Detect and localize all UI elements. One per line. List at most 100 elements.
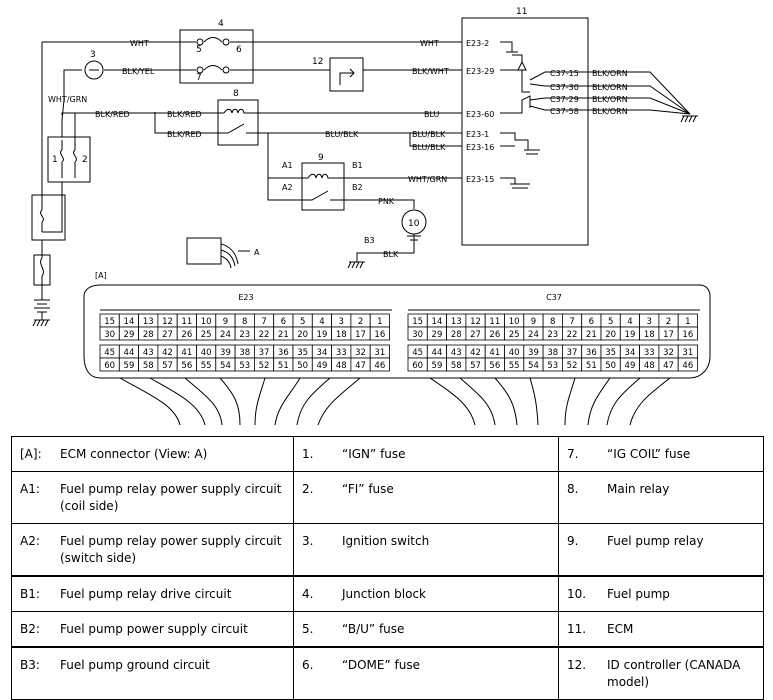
legend-value: Fuel pump relay drive circuit (60, 587, 232, 601)
component-11-label: 11 (516, 7, 527, 17)
view-a-label: A (254, 248, 260, 257)
ecm-connector-shell (83, 284, 711, 379)
fuel-pump-relay-coil (302, 173, 344, 179)
legend-cell: 6.“DOME” fuse (293, 646, 559, 700)
pin-number: 36 (586, 348, 597, 358)
pin-number: 52 (567, 361, 578, 371)
pin-number: 49 (625, 361, 636, 371)
pin-number: 25 (201, 330, 212, 340)
pin-number: 22 (567, 330, 578, 340)
terminal-c37-30: C37-30 (550, 83, 579, 92)
legend-value: ECM connector (View: A) (60, 447, 208, 461)
pin-number: 12 (470, 317, 481, 327)
harness-wires (119, 377, 671, 426)
pin-number: 4 (319, 317, 324, 327)
pin-number: 23 (547, 330, 558, 340)
wire-label-blk-red-1: BLK/RED (95, 110, 130, 119)
pin-number: 27 (470, 330, 481, 340)
pin-number: 56 (489, 361, 500, 371)
pin-number: 14 (432, 317, 443, 327)
battery-symbol (34, 299, 50, 313)
component-8-label: 8 (233, 89, 239, 99)
component-7-label: 7 (196, 73, 202, 83)
wire-label-blk-red-2: BLK/RED (167, 110, 202, 119)
wire-pnk (344, 199, 415, 209)
pin-number: 13 (143, 317, 154, 327)
component-1-label: 1 (52, 155, 58, 165)
pin-number: 1 (685, 317, 690, 327)
wire-label-blk-orn-1: BLK/ORN (592, 69, 628, 78)
pin-number: 10 (509, 317, 520, 327)
pin-number: 6 (589, 317, 594, 327)
legend-value: Fuel pump power supply circuit (60, 622, 248, 636)
pin-number: 33 (336, 348, 347, 358)
pin-number: 13 (451, 317, 462, 327)
pin-number: 28 (451, 330, 462, 340)
pin-cell (677, 326, 698, 341)
pin-number: 48 (644, 361, 655, 371)
legend-value: “IGN” fuse (342, 447, 406, 461)
pin-number: 19 (625, 330, 636, 340)
wire-label-blk-red-3: BLK/RED (167, 130, 202, 139)
terminal-e23-15: E23-15 (466, 175, 494, 184)
pin-number: 3 (647, 317, 652, 327)
wire-label-blk-wht: BLK/WHT (412, 67, 449, 76)
pin-number: 21 (278, 330, 289, 340)
pin-number: 55 (509, 361, 520, 371)
legend-key: 9. (567, 534, 579, 548)
pin-number: 45 (104, 348, 115, 358)
pin-number: 46 (682, 361, 693, 371)
wire-label-blu: BLU (424, 110, 440, 119)
terminal-c37-15: C37-15 (550, 69, 579, 78)
legend-key: 10. (567, 587, 587, 601)
wire-label-wht-grn-right: WHT/GRN (408, 175, 447, 184)
pin-number: 59 (432, 361, 443, 371)
component-4-label: 4 (218, 19, 224, 29)
pin-number: 9 (531, 317, 536, 327)
pin-cell (677, 357, 698, 372)
component-2-label: 2 (82, 155, 88, 165)
pin-number: 60 (104, 361, 115, 371)
pin-number: 29 (432, 330, 443, 340)
pin-number: 39 (528, 348, 539, 358)
pin-number: 34 (625, 348, 636, 358)
pin-number: 12 (162, 317, 173, 327)
pin-number: 8 (550, 317, 555, 327)
pin-number: 51 (586, 361, 597, 371)
legend-cell: B2:Fuel pump power supply circuit (11, 611, 294, 648)
pin-number: 40 (201, 348, 212, 358)
ground-symbol-ecm (680, 115, 698, 123)
ecm-box (461, 17, 589, 246)
legend-row: A1:Fuel pump relay power supply circuit … (11, 471, 764, 524)
pin-number: 43 (143, 348, 154, 358)
pin-number: 55 (201, 361, 212, 371)
wire-label-blu-blk-1: BLU/BLK (325, 130, 359, 139)
pin-number: 49 (317, 361, 328, 371)
pin-number: 5 (300, 317, 305, 327)
legend-cell: 11.ECM (558, 611, 764, 648)
legend-cell: 10. Fuel pump (558, 575, 764, 612)
pin-number: 58 (143, 361, 154, 371)
legend-value: Fuel pump (607, 587, 670, 601)
legend-value: Main relay (607, 482, 670, 496)
legend-value: Junction block (342, 587, 426, 601)
fuse-box-ign-fi (47, 136, 91, 183)
terminal-e23-16: E23-16 (466, 143, 494, 152)
pin-number: 14 (124, 317, 135, 327)
pin-number: 1 (377, 317, 382, 327)
pin-number: 58 (451, 361, 462, 371)
pin-number: 21 (586, 330, 597, 340)
wire-label-blk: BLK (383, 250, 399, 259)
point-a2: A2 (282, 183, 293, 192)
wiring-diagram-svg: 4 5 6 7 3 12 8 9 10 11 1 2 WHT WHT BLK/Y… (31, 7, 711, 426)
legend-cell: 4.Junction block (293, 575, 559, 612)
legend-cell: 2.“FI” fuse (293, 471, 559, 524)
main-fuse-box (31, 194, 66, 241)
pin-number: 8 (242, 317, 247, 327)
pin-number: 42 (470, 348, 481, 358)
junction-block (179, 29, 254, 84)
component-5-label: 5 (196, 45, 202, 55)
pin-number: 25 (509, 330, 520, 340)
